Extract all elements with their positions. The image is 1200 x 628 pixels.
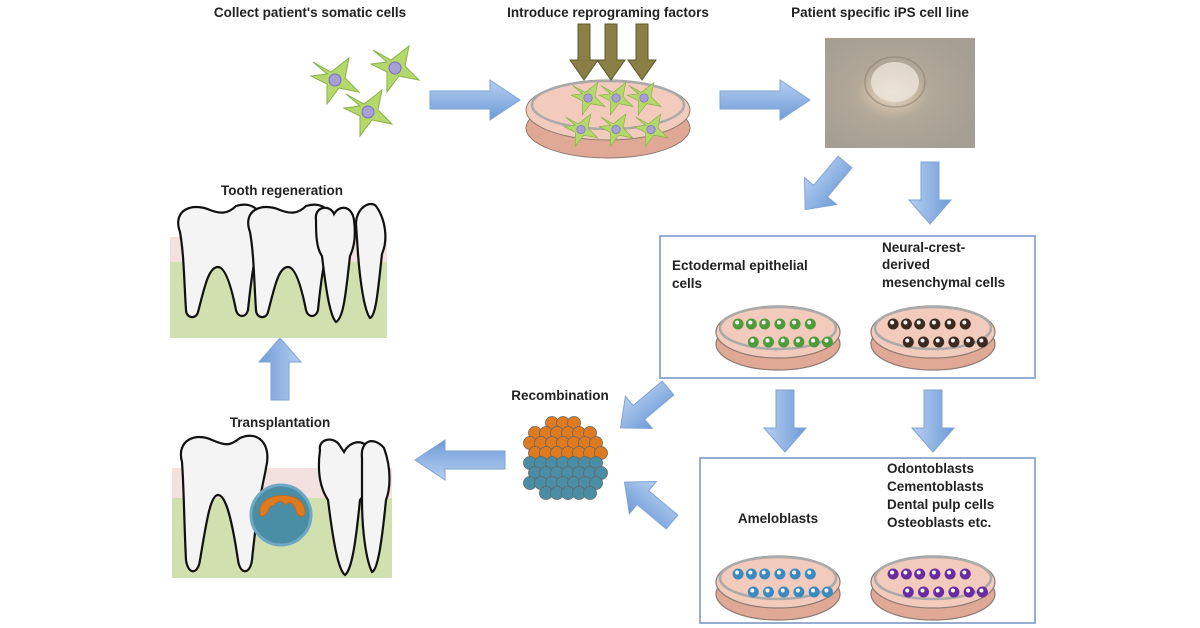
cultured-cell [774,318,786,330]
cultured-cell [918,586,929,598]
reprogramming-dish [525,79,691,159]
differentiated-box [699,457,1036,624]
cultured-cell [959,568,971,580]
cultured-cell [763,586,774,598]
label-recombination: Recombination [511,388,609,403]
cultured-cell [900,568,912,580]
cultured-cell [793,586,805,598]
cultured-cell [933,586,945,598]
cultured-cell [778,336,790,348]
label-introduce: Introduce reprograming factors [507,5,709,20]
cultured-cell [763,336,774,348]
cultured-cell [963,586,975,598]
cultured-cell [929,318,941,330]
cultured-cell [804,318,816,330]
cultured-cell [900,318,912,330]
cultured-cell [821,586,833,598]
label-collect: Collect patient's somatic cells [214,5,406,20]
somatic-cells-illustration [310,45,420,137]
cultured-cell [759,318,771,330]
dish-neural-crest [869,304,997,372]
cultured-cell [944,318,956,330]
arrow-diagonal-icon [610,465,686,539]
cultured-cell [793,336,805,348]
cultured-cell [929,568,941,580]
arrow-diagonal-icon [788,148,862,224]
cultured-cell [774,568,786,580]
cultured-cell [959,318,971,330]
progenitor-box [659,235,1036,379]
tooth-regeneration-illustration [170,202,387,338]
cultured-cell [933,336,945,348]
arrow-down-icon [763,389,807,453]
cultured-cell [789,568,801,580]
cultured-cell [918,336,929,348]
cultured-cell [808,586,820,598]
arrow-up-icon [258,337,302,401]
arrow-right-icon [719,79,811,121]
cultured-cell [963,336,975,348]
cultured-cell [804,568,816,580]
label-ips: Patient specific iPS cell line [791,5,969,20]
cultured-cell [747,586,759,598]
cultured-cell [914,568,926,580]
dish-ectodermal [714,304,842,372]
cultured-cell [789,318,801,330]
label-transplantation: Transplantation [230,415,331,430]
cultured-cell [745,568,757,580]
ips-colony-micrograph [825,38,975,148]
recombined-cell-aggregate [523,416,608,500]
cultured-cell [732,568,744,580]
label-ameloblasts: Ameloblasts [738,511,818,526]
cultured-cell [745,318,757,330]
cultured-cell [808,336,820,348]
cultured-cell [976,336,988,348]
arrow-diagonal-icon [606,371,682,445]
cultured-cell [902,586,914,598]
cultured-cell [948,586,960,598]
cultured-cell [887,318,899,330]
cultured-cell [944,568,956,580]
mesenchymal-cell [583,486,597,500]
arrow-down-icon [908,161,952,225]
arrow-left-icon [414,439,506,481]
cultured-cell [778,586,790,598]
label-tooth-regeneration: Tooth regeneration [221,183,343,198]
cultured-cell [821,336,833,348]
cultured-cell [887,568,899,580]
dish-odontoblasts [869,554,997,622]
cultured-cell [976,586,988,598]
dish-ameloblasts [714,554,842,622]
reprogramming-factor-arrows [569,23,657,81]
cultured-cell [948,336,960,348]
arrow-right-icon [429,79,521,121]
mesenchymal-cell [589,476,603,490]
cultured-cell [914,318,926,330]
cultured-cell [732,318,744,330]
cultured-cell [902,336,914,348]
arrow-down-icon [911,389,955,453]
cultured-cell [747,336,759,348]
cultured-cell [759,568,771,580]
transplantation-illustration [172,434,392,578]
